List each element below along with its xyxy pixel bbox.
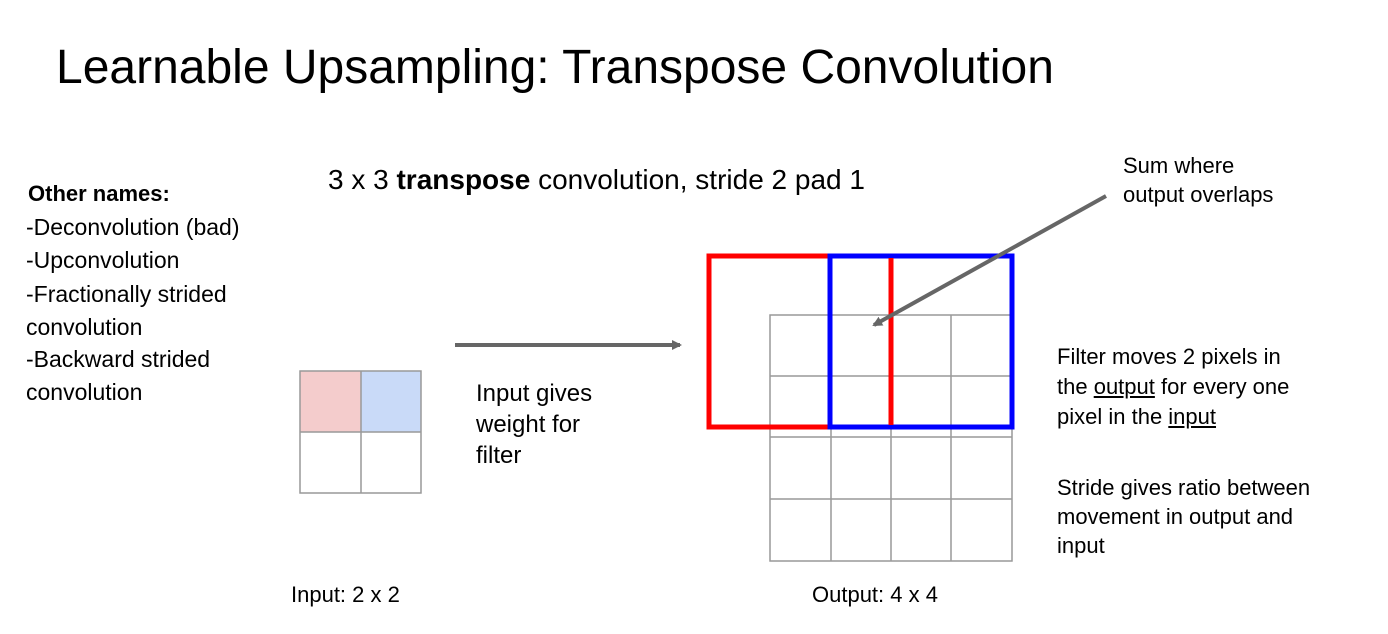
filter-note-line-3: pixel in the input (1057, 404, 1217, 429)
other-names-heading: Other names: (28, 181, 170, 206)
subtitle-bold-word: transpose (396, 164, 531, 195)
input-cell-blue (361, 371, 421, 432)
input-caption: Input: 2 x 2 (291, 582, 400, 607)
output-caption: Output: 4 x 4 (812, 582, 938, 607)
other-name-item: -Upconvolution (26, 247, 180, 273)
input-grid (299, 370, 422, 494)
output-underline: output (1093, 374, 1155, 399)
sum-overlap-note: Sum where output overlaps (1123, 153, 1274, 207)
filter-note-line-2: the output for every one (1057, 374, 1290, 399)
blue-filter-box (827, 253, 1015, 430)
other-name-item: convolution (26, 314, 143, 340)
subtitle-prefix: 3 x 3 (328, 164, 397, 195)
red-filter-box (706, 253, 894, 430)
slide-title: Learnable Upsampling: Transpose Convolut… (56, 41, 1054, 94)
filter-moves-note: Filter moves 2 pixels in the output for … (1057, 342, 1289, 432)
filter-note-line-1: Filter moves 2 pixels in (1057, 344, 1281, 369)
input-weight-note: Input gives weight for filter (476, 380, 593, 469)
diagram-subtitle: 3 x 3 transpose convolution, stride 2 pa… (328, 164, 865, 196)
subtitle-suffix: convolution, stride 2 pad 1 (530, 164, 865, 195)
overlap-pointer-arrow (872, 194, 1107, 327)
other-name-item: -Deconvolution (bad) (26, 214, 240, 240)
other-name-item: -Backward strided (26, 346, 211, 372)
other-name-item: -Fractionally strided (26, 281, 227, 307)
input-cell-red (300, 371, 361, 432)
input-underline: input (1168, 404, 1217, 429)
other-name-item: convolution (26, 379, 143, 405)
stride-ratio-note: Stride gives ratio between movement in o… (1057, 475, 1311, 558)
